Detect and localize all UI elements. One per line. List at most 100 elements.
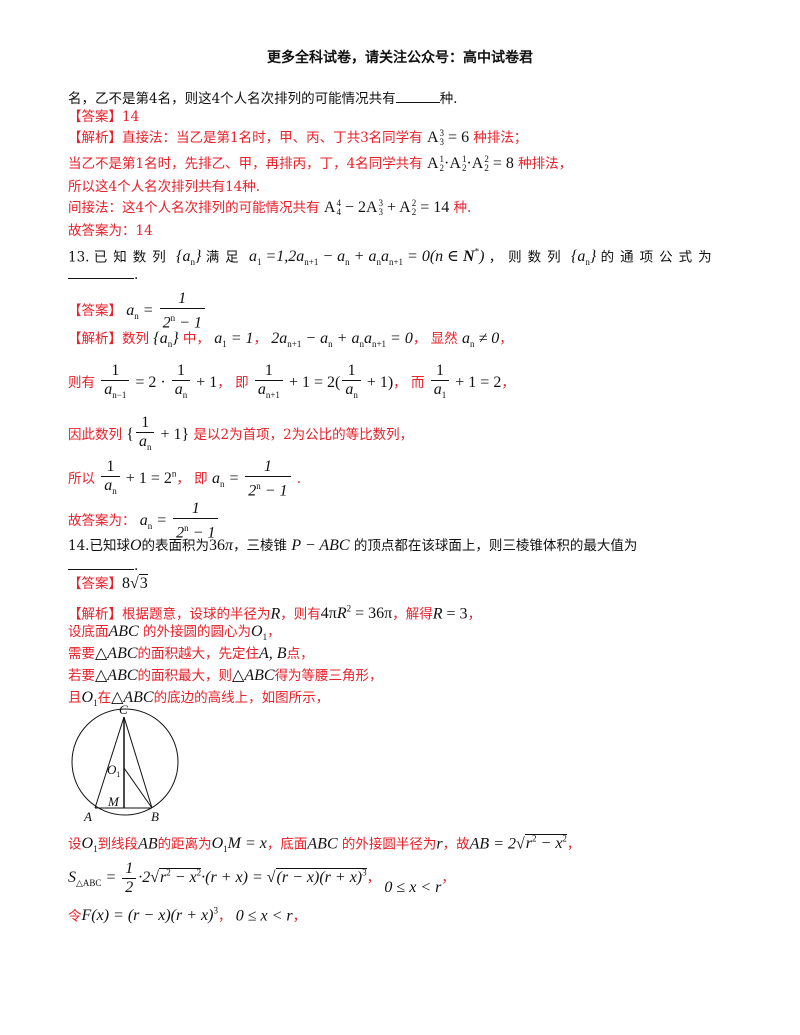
math-triangle: △ABC bbox=[232, 667, 275, 684]
q14-analysis-line4: 若要△ABC的面积最大，则△ABC得为等腰三角形， bbox=[68, 667, 383, 685]
text: 满足 bbox=[205, 249, 245, 266]
text: 间接法：这4个人名次排列的可能情况共有 bbox=[68, 200, 320, 216]
text: ，解得 bbox=[392, 606, 433, 623]
text: 点， bbox=[286, 646, 314, 662]
text: 即 bbox=[235, 374, 249, 391]
math-r: r bbox=[436, 835, 443, 853]
math-an-nonzero: an ≠ 0 bbox=[461, 330, 500, 350]
text: 的外接圆半径为 bbox=[341, 836, 437, 853]
math-recurrence: 2an+1 − an + anan+1 = 0 bbox=[271, 330, 413, 350]
label-O1: O1 bbox=[107, 762, 120, 779]
math-P-ABC: P − ABC bbox=[291, 537, 350, 554]
text: 的距离为 bbox=[157, 836, 212, 853]
text: 种. bbox=[453, 200, 472, 216]
text: 设底面 bbox=[68, 624, 109, 640]
label-M: M bbox=[107, 794, 120, 809]
text: 种排法； bbox=[473, 130, 528, 146]
text: 的面积越大，先定住 bbox=[137, 646, 260, 662]
math-range: 0 ≤ x < r bbox=[235, 907, 293, 925]
math-AB-length: AB = 2√r2 − x2 bbox=[469, 834, 567, 853]
q13-stem: 13. 已知数列 {an} 满足 a1 =1,2an+1 − an + anan… bbox=[68, 243, 718, 272]
q13-analysis-line1: 【解析】数列 {an} 中， a1 = 1， 2an+1 − an + anan… bbox=[68, 330, 513, 350]
math-O: O bbox=[129, 537, 142, 554]
label-B: B bbox=[151, 809, 159, 824]
q14-stem: 14.已知球O的表面积为36π，三棱锥 P − ABC 的顶点都在该球面上，则三… bbox=[68, 537, 637, 555]
text: 设 bbox=[68, 836, 82, 853]
label-C: C bbox=[119, 702, 128, 717]
q14-analysis-line5: 且O1在△ABC的底边的高线上，如图所示， bbox=[68, 689, 329, 712]
answer-blank bbox=[68, 266, 134, 279]
q12-analysis-line3: 所以这4个人名次排列共有14种. bbox=[68, 179, 261, 195]
text: 所以 bbox=[68, 470, 95, 487]
q13-blank: . bbox=[68, 266, 138, 284]
q12-text: 名，乙不是第4名，则这4个人名次排列的可能情况共有 bbox=[68, 91, 396, 107]
answer-label: 【答案】 bbox=[68, 576, 122, 592]
answer-label: 【答案】 bbox=[68, 109, 122, 125]
circle-triangle-figure: C O1 M A B bbox=[71, 702, 179, 824]
text: 而 bbox=[410, 374, 425, 391]
math-triangle: △ABC bbox=[95, 667, 138, 684]
math-range: 0 ≤ x < r bbox=[384, 879, 442, 897]
text: 的通项公式为 bbox=[600, 249, 718, 266]
text: 需要 bbox=[68, 646, 95, 662]
math-O1M: O1M = x bbox=[211, 835, 267, 855]
q14-analysis-line3: 需要△ABC的面积越大，先定住A, B点， bbox=[68, 645, 314, 663]
text: ，故 bbox=[442, 836, 470, 853]
page-header: 更多全科试卷，请关注公众号：高中试卷君 bbox=[267, 50, 533, 66]
q12-final: 故答案为：14 bbox=[68, 223, 153, 239]
text: ，则有 bbox=[280, 606, 321, 623]
q14-analysis-line2: 设底面ABC 的外接圆的圆心为O1， bbox=[68, 623, 281, 643]
text: 已知球 bbox=[89, 538, 130, 554]
math-triangle: △ABC bbox=[111, 689, 154, 706]
text: 显然 bbox=[430, 331, 458, 347]
q12-answer: 【答案】14 bbox=[68, 108, 139, 126]
analysis-label: 【解析】 bbox=[68, 331, 122, 347]
math-surface: 4πR2 = 36π bbox=[320, 604, 393, 623]
math-set-an: {an} bbox=[570, 248, 597, 268]
analysis-label: 【解析】 bbox=[68, 130, 122, 146]
q14-blank: . bbox=[68, 557, 138, 575]
math-AB: AB bbox=[138, 835, 158, 853]
math-ABC: ABC bbox=[108, 623, 139, 640]
q14-answer: 【答案】8√3 bbox=[68, 574, 148, 593]
text: 在 bbox=[97, 690, 112, 706]
text: 则有 bbox=[68, 374, 95, 391]
text: 的面积最大，则 bbox=[137, 668, 233, 684]
text: 故答案为： bbox=[68, 512, 136, 529]
q12-text-end: 种. bbox=[439, 91, 458, 107]
text: 到线段 bbox=[97, 836, 139, 853]
text: 中， bbox=[182, 331, 210, 347]
math-set-an: {an} bbox=[176, 248, 202, 268]
answer-value: 14 bbox=[122, 109, 140, 125]
math-a1: a1 = 1 bbox=[214, 330, 254, 350]
math-R3: R = 3 bbox=[432, 605, 468, 623]
text: 若要 bbox=[68, 668, 95, 684]
text: 的外接圆的圆心为 bbox=[143, 624, 252, 640]
text: 根据题意，设球的半径为 bbox=[122, 606, 271, 623]
q14-analysis-line8: 令F(x) = (r − x)(r + x)3， 0 ≤ x < r， bbox=[68, 906, 307, 925]
math-answer: 8√3 bbox=[122, 574, 148, 592]
answer-blank bbox=[68, 557, 134, 570]
text: 是以2为首项，2为公比的等比数列， bbox=[193, 426, 414, 443]
math-O1: O1 bbox=[81, 835, 98, 855]
q14-analysis-line6: 设O1到线段AB的距离为O1M = x，底面ABC 的外接圆半径为r，故AB =… bbox=[68, 834, 581, 855]
math-O1: O1 bbox=[251, 623, 268, 643]
text: 因此数列 bbox=[68, 426, 122, 443]
